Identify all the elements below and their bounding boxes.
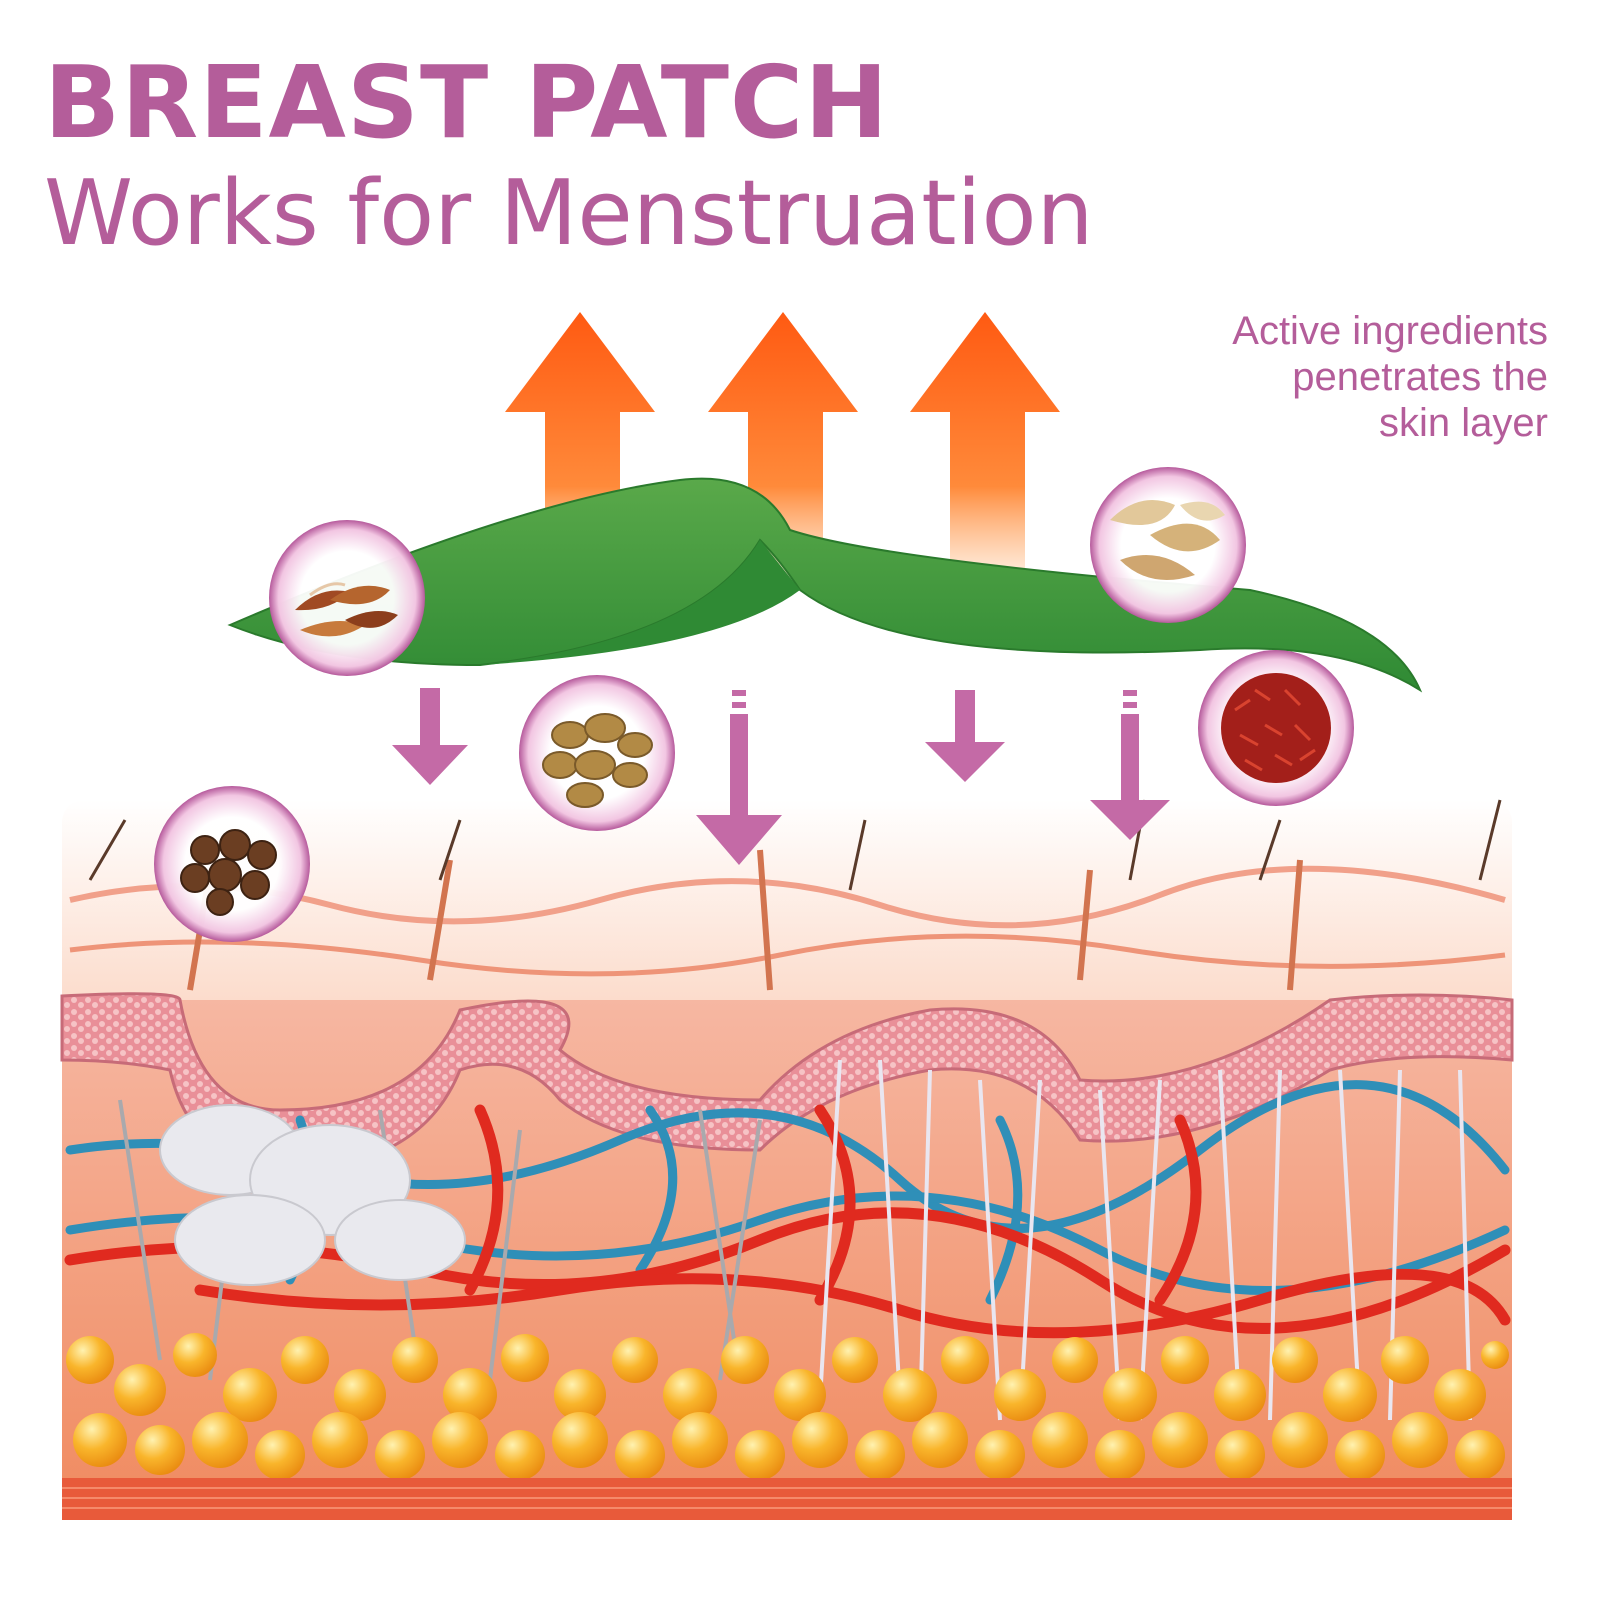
heat-up-arrow-icon: [708, 312, 858, 580]
root-slices-ingredient-icon: [1090, 467, 1246, 623]
caption-line: Active ingredients: [1232, 309, 1548, 353]
page-subtitle: Works for Menstruation: [44, 161, 1094, 266]
patch: [227, 477, 1423, 693]
ingredients-caption: Active ingredients penetrates the skin l…: [1232, 308, 1548, 446]
skin-cross-section: [60, 799, 1514, 1520]
dried-peel-ingredient-icon: [269, 520, 425, 676]
caption-line: penetrates the: [1292, 355, 1548, 399]
caption-line: skin layer: [1379, 401, 1548, 445]
ginseng-slices-ingredient-icon: [519, 675, 675, 831]
saffron-ingredient-icon: [1198, 650, 1354, 806]
page-title: BREAST PATCH: [44, 44, 890, 161]
down-arrow-icon: [925, 690, 1005, 782]
down-arrow-icon: [392, 688, 468, 785]
down-arrow-icon: [696, 690, 782, 865]
heat-up-arrow-icon: [910, 312, 1060, 580]
down-arrow-icon: [1090, 690, 1170, 840]
seed-pods-ingredient-icon: [154, 786, 310, 942]
